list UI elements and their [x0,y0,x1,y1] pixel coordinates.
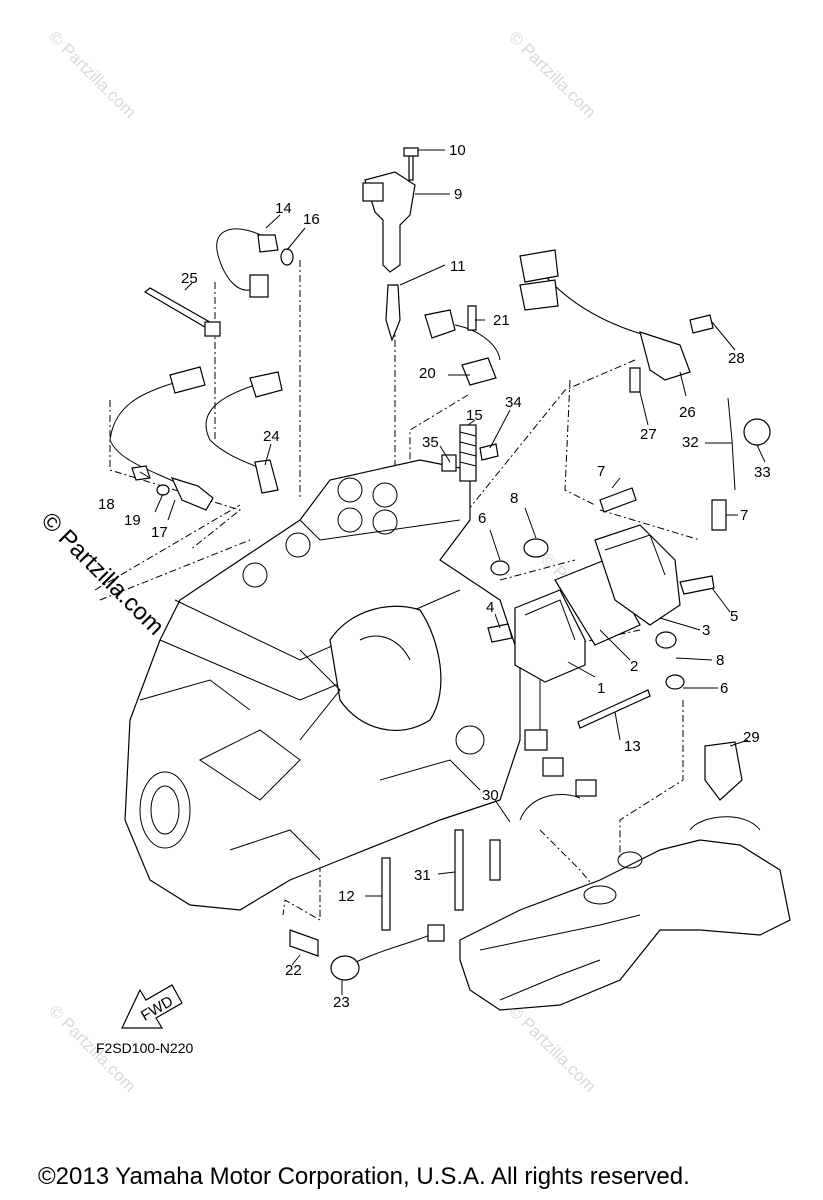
callout-21: 21 [493,312,510,329]
callout-5: 5 [730,608,738,625]
sensor-20 [424,309,456,339]
bolt-4 [487,623,513,643]
bolt-7-lower [711,499,727,531]
engine-block [124,459,521,911]
bolt-28 [689,314,714,334]
watermark-top-left: © Partzilla.com [45,27,139,121]
grommet-33 [743,418,771,446]
connector-29 [704,741,743,801]
clip-27 [629,367,641,393]
callout-27: 27 [640,426,657,443]
callout-15: 15 [466,407,483,424]
callout-9: 9 [454,186,462,203]
bolt-5 [679,575,715,595]
washer-16 [280,248,294,266]
callout-10: 10 [449,142,466,159]
callout-22: 22 [285,962,302,979]
grommet-8-upper [523,538,549,558]
callout-14: 14 [275,200,292,217]
ecu-connector-lower [524,729,548,751]
callout-17: 17 [151,524,168,541]
callout-8-upper: 8 [510,490,518,507]
callout-6-lower: 6 [720,680,728,697]
callout-13: 13 [624,738,641,755]
bolt-7-upper [599,487,637,513]
callout-28: 28 [728,350,745,367]
connector-upper-right [249,371,283,398]
callout-23: 23 [333,994,350,1011]
callout-35: 35 [422,434,439,451]
callout-16: 16 [303,211,320,228]
callout-24: 24 [263,428,280,445]
small-parts [109,147,771,981]
sensor-14 [257,234,279,253]
collar-6-lower [665,674,685,690]
callout-6-upper: 6 [478,510,486,527]
connector-upper-left [169,366,206,394]
connector-26a [519,249,559,283]
watermark-large: © Partzilla.com [36,507,169,640]
washer-19 [156,484,170,496]
bolt-21 [467,305,477,331]
callout-7-upper: 7 [597,463,605,480]
callout-2: 2 [630,658,638,675]
callout-31: 31 [414,867,431,884]
sensor-23 [330,955,360,981]
cable-tie-31 [454,829,464,911]
watermark-bottom-right: © Partzilla.com [505,1001,599,1095]
callout-29: 29 [743,729,760,746]
sensor-17 [170,477,214,511]
watermark-top-right: © Partzilla.com [505,27,599,121]
cable-tie-12 [381,857,391,931]
spark-plug [385,284,401,342]
callout-33: 33 [754,464,771,481]
callout-20: 20 [419,365,436,382]
collar-6-upper [490,560,510,576]
sensor-22 [289,929,319,957]
copyright-notice: ©2013 Yamaha Motor Corporation, U.S.A. A… [38,1163,690,1190]
grommet-8-lower [655,631,677,649]
callout-1: 1 [597,680,605,697]
callout-4: 4 [486,599,494,616]
intake-manifold [459,816,791,1011]
sensor-24 [254,459,279,494]
ecu-assembly [490,524,685,777]
ecu-gasket [554,559,641,646]
sensor-30 [489,839,501,881]
diagram-code: F2SD100-N220 [96,1040,194,1056]
callout-30: 30 [482,787,499,804]
ecu-unit [514,589,586,683]
sensor-26 [639,331,691,381]
callout-32: 32 [682,434,699,451]
callouts: 1 2 3 4 5 6 6 7 7 8 8 9 10 11 12 13 14 1… [98,142,771,1011]
connector-26b [519,279,559,311]
callout-25: 25 [181,270,198,287]
connector-30 [575,779,597,797]
ecu-bracket [594,524,681,626]
callout-7-lower: 7 [740,507,748,524]
callout-leaders [139,149,766,995]
callout-34: 34 [505,394,522,411]
callout-26: 26 [679,404,696,421]
cable-tie-13 [577,689,651,729]
callout-8-lower: 8 [716,652,724,669]
callout-12: 12 [338,888,355,905]
bolt-34 [479,443,499,461]
fwd-arrow: FWD [121,984,183,1029]
clip-35 [441,454,457,472]
strap-32 [727,397,736,491]
callout-19: 19 [124,512,141,529]
bolt-10 [403,147,419,181]
callout-18: 18 [98,496,115,513]
callout-3: 3 [702,622,710,639]
callout-11: 11 [450,258,466,275]
